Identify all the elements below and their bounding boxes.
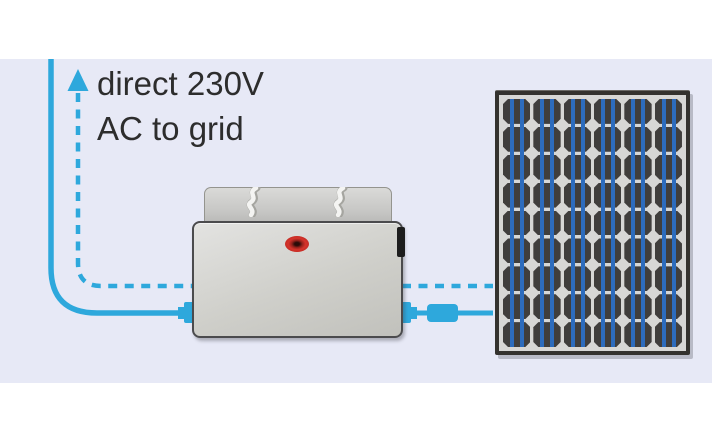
solar-cell-column <box>655 99 682 347</box>
solar-cell-column <box>503 99 530 347</box>
busbar-stripe-icon <box>540 99 545 347</box>
solar-cell <box>594 183 621 208</box>
solar-cell <box>655 211 682 236</box>
solar-cell <box>655 99 682 124</box>
busbar-stripe-icon <box>631 99 636 347</box>
arrow-up-icon <box>67 69 89 91</box>
solar-cell <box>624 99 651 124</box>
ac-cable <box>48 59 182 316</box>
solar-cell-column <box>533 99 560 347</box>
solar-cell <box>594 238 621 263</box>
energy-flow-dashed-line <box>75 93 193 289</box>
solar-cell <box>624 294 651 319</box>
solar-cell-column <box>624 99 651 347</box>
solar-cell-column <box>594 99 621 347</box>
grid-annotation-line2: AC to grid <box>97 110 244 147</box>
busbar-stripe-icon <box>550 99 555 347</box>
solar-cell <box>533 183 560 208</box>
solar-cell <box>503 266 530 291</box>
solar-cell <box>624 266 651 291</box>
solar-cell <box>503 238 530 263</box>
solar-cell <box>624 155 651 180</box>
solar-cell <box>503 127 530 152</box>
grid-annotation: direct 230V AC to grid <box>97 61 264 151</box>
solar-cell-grid <box>503 99 682 347</box>
solar-cell <box>655 266 682 291</box>
busbar-stripe-icon <box>510 99 515 347</box>
solar-cell <box>503 211 530 236</box>
solar-cell <box>503 294 530 319</box>
solar-panel <box>495 90 690 355</box>
busbar-stripe-icon <box>671 99 676 347</box>
solar-cell <box>533 238 560 263</box>
ac-plug-icon <box>178 302 194 323</box>
solar-cell <box>655 294 682 319</box>
solar-cell <box>564 127 591 152</box>
keyhole-slot-icon <box>246 187 261 217</box>
busbar-stripe-icon <box>580 99 585 347</box>
grid-annotation-line1: direct 230V <box>97 65 264 102</box>
solar-cell <box>533 211 560 236</box>
solar-cell <box>564 183 591 208</box>
solar-cell <box>594 294 621 319</box>
solar-cell <box>564 99 591 124</box>
solar-cell <box>655 127 682 152</box>
antenna-tab-icon <box>397 227 405 257</box>
solar-cell <box>503 155 530 180</box>
solar-cell <box>655 183 682 208</box>
solar-cell <box>564 155 591 180</box>
dc-connector-icon <box>427 304 458 322</box>
solar-cell <box>533 322 560 347</box>
mounting-bracket <box>204 187 392 223</box>
solar-cell <box>533 155 560 180</box>
solar-cell-column <box>564 99 591 347</box>
solar-cell <box>594 266 621 291</box>
solar-cell <box>594 322 621 347</box>
dc-plug-icon <box>401 302 417 323</box>
solar-cell <box>624 127 651 152</box>
busbar-stripe-icon <box>661 99 666 347</box>
solar-cell <box>655 238 682 263</box>
solar-cell <box>624 238 651 263</box>
solar-cell <box>624 183 651 208</box>
solar-cell <box>655 155 682 180</box>
solar-cell <box>655 322 682 347</box>
solar-panel-face <box>499 95 686 351</box>
microinverter <box>192 221 403 338</box>
solar-cell <box>564 294 591 319</box>
solar-cell <box>564 211 591 236</box>
solar-cell <box>503 99 530 124</box>
solar-cell <box>624 322 651 347</box>
busbar-stripe-icon <box>641 99 646 347</box>
solar-cell <box>564 322 591 347</box>
solar-cell <box>564 238 591 263</box>
solar-cell <box>594 155 621 180</box>
solar-cell <box>594 99 621 124</box>
busbar-stripe-icon <box>610 99 615 347</box>
solar-cell <box>594 211 621 236</box>
solar-cell <box>624 211 651 236</box>
solar-cell <box>533 294 560 319</box>
busbar-stripe-icon <box>519 99 524 347</box>
solar-cell <box>533 127 560 152</box>
solar-cell <box>503 322 530 347</box>
solar-cell <box>564 266 591 291</box>
busbar-stripe-icon <box>570 99 575 347</box>
solar-cell <box>503 183 530 208</box>
solar-cell <box>533 266 560 291</box>
keyhole-slot-icon <box>333 187 348 217</box>
busbar-stripe-icon <box>601 99 606 347</box>
solar-cell <box>533 99 560 124</box>
led-indicator-icon <box>285 236 309 252</box>
solar-cell <box>594 127 621 152</box>
